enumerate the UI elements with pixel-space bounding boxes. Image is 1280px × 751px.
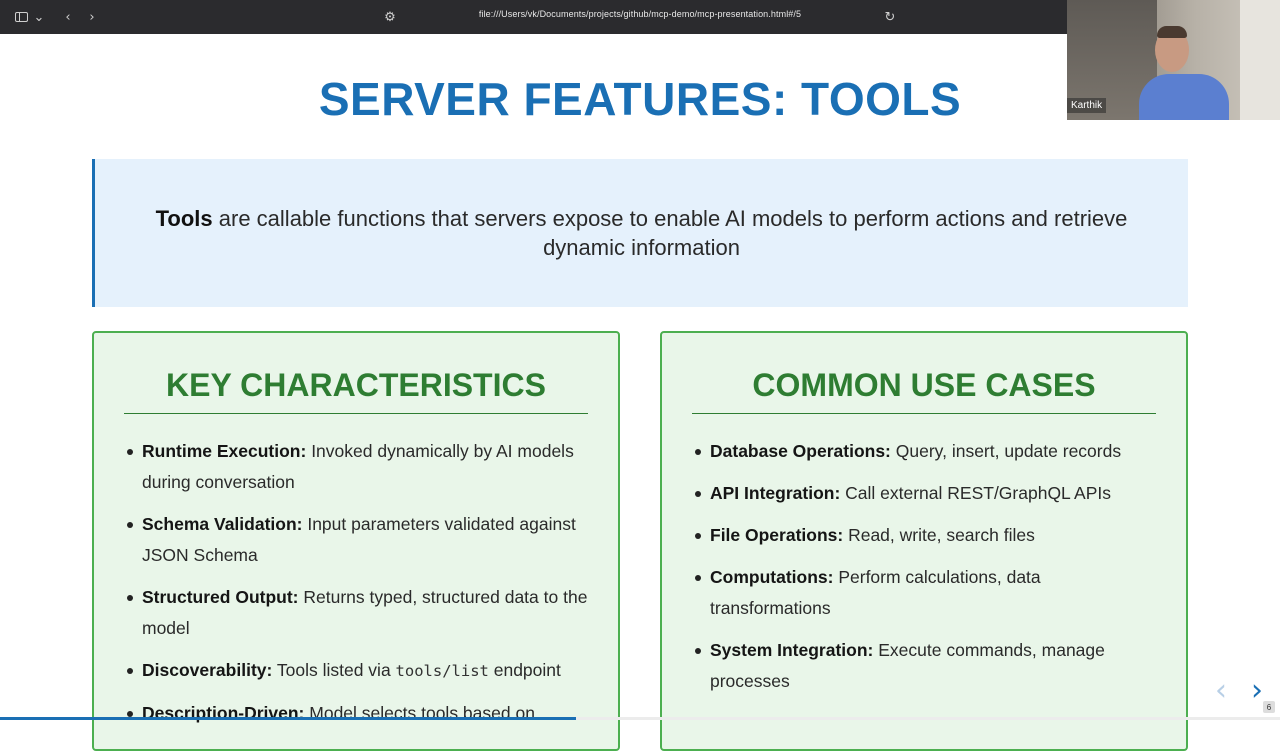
page-settings-icon[interactable]: ⚙: [384, 9, 396, 25]
browser-toolbar: ⌄ ‹ › ⚙ file:///Users/vk/Documents/proje…: [0, 0, 1280, 34]
item-description: Read, write, search files: [843, 525, 1035, 545]
speaker-body: [1139, 74, 1229, 120]
list-item: Discoverability: Tools listed via tools/…: [124, 655, 590, 687]
key-characteristics-list: Runtime Execution: Invoked dynamically b…: [124, 436, 590, 740]
item-term: Discoverability:: [142, 660, 273, 680]
item-description: Tools listed via: [272, 660, 396, 680]
list-item: Schema Validation: Input parameters vali…: [124, 509, 590, 571]
slide-progress-bar: [0, 717, 1280, 720]
key-characteristics-panel: KEY CHARACTERISTICS Runtime Execution: I…: [92, 331, 620, 751]
common-use-cases-heading: COMMON USE CASES: [692, 367, 1156, 414]
list-item: Structured Output: Returns typed, struct…: [124, 582, 590, 644]
slide-number: 6: [1263, 701, 1275, 713]
item-term: Computations:: [710, 567, 834, 587]
intro-term: Tools: [155, 206, 213, 231]
item-description: Query, insert, update records: [890, 441, 1122, 461]
slide-title: SERVER FEATURES: TOOLS: [318, 73, 962, 125]
chevron-down-icon[interactable]: ⌄: [33, 9, 45, 25]
item-term: Description-Driven:: [142, 703, 305, 723]
list-item: Database Operations: Query, insert, upda…: [692, 436, 1158, 467]
list-item: Description-Driven: Model selects tools …: [124, 698, 590, 729]
list-item: System Integration: Execute commands, ma…: [692, 635, 1158, 697]
item-term: System Integration:: [710, 640, 874, 660]
reload-icon[interactable]: ↻: [884, 9, 896, 25]
speaker-hair: [1157, 26, 1187, 38]
item-term: File Operations:: [710, 525, 844, 545]
item-description: Input parameters validated against JSON …: [142, 514, 576, 565]
progress-fill: [0, 717, 576, 720]
common-use-cases-panel: COMMON USE CASES Database Operations: Qu…: [660, 331, 1188, 751]
key-characteristics-heading: KEY CHARACTERISTICS: [124, 367, 588, 414]
item-description: Invoked dynamically by AI models during …: [142, 441, 574, 492]
list-item: Computations: Perform calculations, data…: [692, 562, 1158, 624]
item-description: Model selects tools based on: [304, 703, 535, 723]
item-description: endpoint: [488, 660, 561, 680]
list-item: Runtime Execution: Invoked dynamically b…: [124, 436, 590, 498]
item-code: tools/list: [395, 662, 489, 680]
item-description: Perform calculations, data transformatio…: [710, 567, 1041, 618]
item-description: Execute commands, manage processes: [710, 640, 1105, 691]
list-item: API Integration: Call external REST/Grap…: [692, 478, 1158, 509]
intro-callout: Tools are callable functions that server…: [92, 159, 1188, 307]
chevron-left-icon[interactable]: ‹: [1215, 672, 1227, 708]
address-bar[interactable]: file:///Users/vk/Documents/projects/gith…: [478, 9, 802, 19]
item-term: API Integration:: [710, 483, 841, 503]
forward-arrow-icon[interactable]: ›: [89, 9, 95, 25]
item-term: Database Operations:: [710, 441, 891, 461]
list-item: File Operations: Read, write, search fil…: [692, 520, 1158, 551]
video-window: [1240, 0, 1280, 120]
sidebar-icon[interactable]: [12, 8, 30, 26]
item-term: Schema Validation:: [142, 514, 303, 534]
back-arrow-icon[interactable]: ‹: [65, 9, 71, 25]
common-use-cases-list: Database Operations: Query, insert, upda…: [692, 436, 1158, 708]
intro-description: are callable functions that servers expo…: [212, 206, 1128, 260]
chevron-right-icon[interactable]: ›: [1251, 672, 1263, 708]
item-description: Call external REST/GraphQL APIs: [840, 483, 1111, 503]
webcam-video: Karthik: [1067, 0, 1280, 120]
item-term: Runtime Execution:: [142, 441, 307, 461]
intro-text: Tools are callable functions that server…: [135, 204, 1148, 262]
item-description: Returns typed, structured data to the mo…: [142, 587, 588, 638]
participant-name: Karthik: [1067, 98, 1107, 113]
item-term: Structured Output:: [142, 587, 299, 607]
